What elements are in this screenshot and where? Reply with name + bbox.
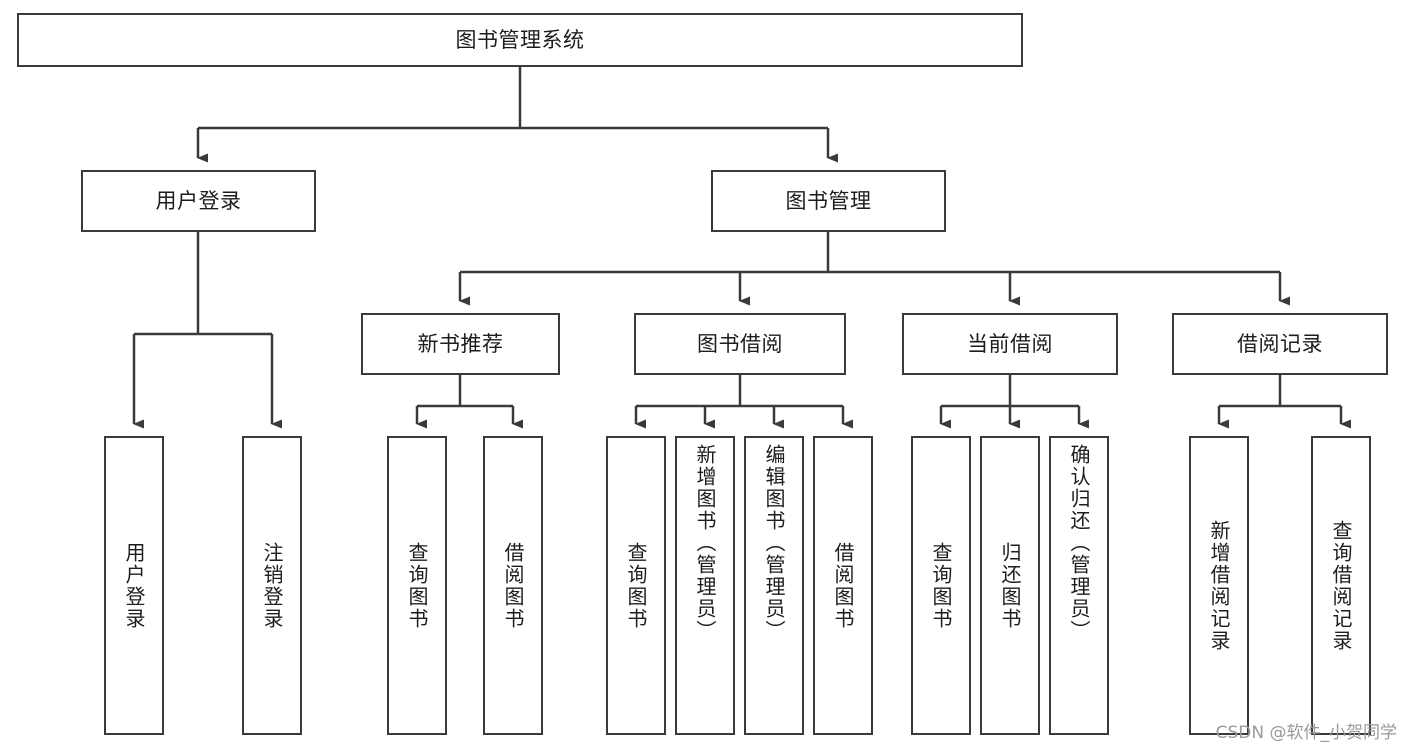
node-label: 新书推荐: [417, 331, 504, 356]
node-current-borrowing[interactable]: 当前借阅: [902, 313, 1118, 375]
node-label: 用户登录: [122, 541, 146, 630]
node-leaf-add-borrow-record[interactable]: 新增借阅记录: [1189, 436, 1249, 735]
node-label: 新增图书（管理员）: [693, 444, 717, 642]
node-label: 图书借阅: [697, 331, 783, 356]
node-label: 归还图书: [998, 541, 1022, 630]
node-leaf-user-logout[interactable]: 注销登录: [242, 436, 302, 735]
node-book-management[interactable]: 图书管理: [711, 170, 946, 232]
node-root-book-management-system[interactable]: 图书管理系统: [17, 13, 1023, 67]
node-leaf-return-book[interactable]: 归还图书: [980, 436, 1040, 735]
node-label: 查询图书: [929, 541, 953, 630]
node-label: 编辑图书（管理员）: [762, 444, 786, 642]
node-leaf-user-login[interactable]: 用户登录: [104, 436, 164, 735]
node-leaf-query-book-2[interactable]: 查询图书: [606, 436, 666, 735]
node-label: 图书管理系统: [455, 27, 585, 52]
node-leaf-add-book[interactable]: 新增图书（管理员）: [675, 436, 735, 735]
node-borrowing-record[interactable]: 借阅记录: [1172, 313, 1388, 375]
node-leaf-borrow-book-1[interactable]: 借阅图书: [483, 436, 543, 735]
node-label: 确认归还（管理员）: [1067, 444, 1091, 642]
node-leaf-confirm-return[interactable]: 确认归还（管理员）: [1049, 436, 1109, 735]
node-label: 新增借阅记录: [1207, 519, 1231, 652]
node-label: 注销登录: [260, 541, 284, 630]
node-label: 用户登录: [155, 188, 242, 213]
node-leaf-query-borrow-record[interactable]: 查询借阅记录: [1311, 436, 1371, 735]
node-label: 借阅图书: [501, 541, 525, 630]
node-label: 当前借阅: [967, 331, 1053, 356]
node-new-book-recommendation[interactable]: 新书推荐: [361, 313, 560, 375]
node-label: 图书管理: [785, 188, 872, 213]
node-label: 查询借阅记录: [1329, 519, 1353, 652]
node-label: 查询图书: [624, 541, 648, 630]
node-leaf-query-book-1[interactable]: 查询图书: [387, 436, 447, 735]
node-leaf-borrow-book-2[interactable]: 借阅图书: [813, 436, 873, 735]
node-leaf-edit-book[interactable]: 编辑图书（管理员）: [744, 436, 804, 735]
node-user-login[interactable]: 用户登录: [81, 170, 316, 232]
node-label: 借阅记录: [1237, 331, 1323, 356]
node-label: 借阅图书: [831, 541, 855, 630]
node-book-borrowing[interactable]: 图书借阅: [634, 313, 846, 375]
watermark-text: CSDN @软件_小贺同学: [1215, 723, 1397, 743]
node-leaf-query-book-3[interactable]: 查询图书: [911, 436, 971, 735]
node-label: 查询图书: [405, 541, 429, 630]
